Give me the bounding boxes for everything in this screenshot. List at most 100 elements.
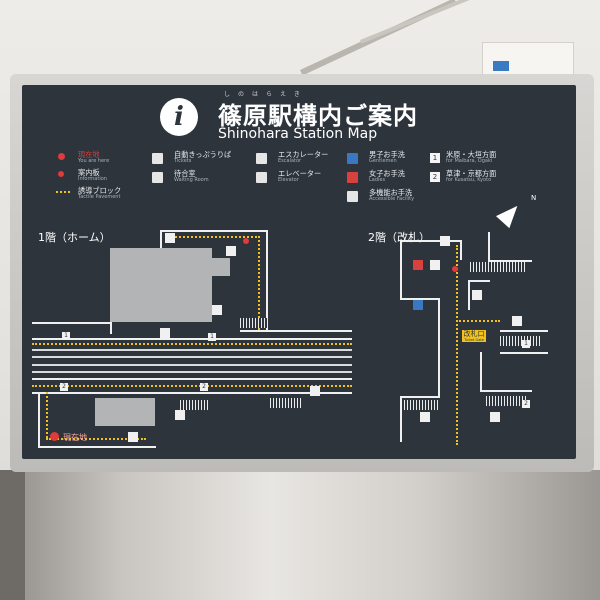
accessible-toilet-icon <box>430 260 440 270</box>
waiting-room-icon <box>152 172 163 183</box>
elevator-icon <box>256 172 267 183</box>
platform-building-block <box>110 248 212 322</box>
escalator-icon <box>310 386 320 396</box>
poster-graphic <box>493 61 509 71</box>
info-board-marker <box>243 238 249 244</box>
ticket-machine-icon <box>472 290 482 300</box>
platform-wall <box>160 230 268 232</box>
track-2-marker: 2 <box>430 172 440 182</box>
waiting-room-icon <box>160 328 170 338</box>
tactile-path <box>258 236 260 330</box>
concourse-wall <box>400 396 440 398</box>
platform-wall <box>266 230 268 330</box>
information-icon: i <box>160 98 198 136</box>
platform-wall <box>32 322 112 324</box>
concourse-wall <box>460 240 462 260</box>
rail-track-1b <box>32 356 352 358</box>
sign-title-ja: 篠原駅構内ご案内 <box>218 102 418 130</box>
platform-wall <box>240 330 352 332</box>
tactile-path <box>46 438 146 440</box>
you-are-here-label: 現在地 <box>63 433 87 442</box>
platform-stairs <box>180 400 210 410</box>
ticket-machine-icon <box>128 432 138 442</box>
concourse-wall <box>438 298 440 398</box>
elevator-icon <box>512 316 522 326</box>
tactile-path-concourse <box>456 245 458 445</box>
floor-2-label: 2階（改札） <box>368 231 430 244</box>
platform-annex-block <box>212 258 230 276</box>
info-board-icon <box>58 171 64 177</box>
gents-toilet-icon <box>413 300 423 310</box>
stand-shadow <box>0 470 25 600</box>
track-1-marker: 1 <box>430 153 440 163</box>
tactile-pavement-icon <box>56 191 70 193</box>
concourse-stairs <box>404 400 438 410</box>
elevator-icon <box>212 305 222 315</box>
office-wall <box>468 280 490 282</box>
platform-wall-lower <box>32 392 352 394</box>
sign-stand <box>0 470 600 600</box>
concourse-wall <box>488 260 532 262</box>
platform-edge-2 <box>32 378 352 380</box>
concourse-wall <box>400 240 402 300</box>
tactile-path <box>46 392 48 438</box>
tactile-path <box>168 236 260 238</box>
info-board-marker <box>452 266 458 272</box>
elevator-icon <box>490 412 500 422</box>
platform-wall <box>38 392 40 448</box>
concourse-wall <box>500 330 548 332</box>
escalator-icon <box>256 153 267 164</box>
concourse-stairs <box>470 262 526 272</box>
rail-track-1 <box>32 349 352 351</box>
platform-wall <box>38 446 156 448</box>
floor-1-label: 1階（ホーム） <box>38 231 111 244</box>
ticket-machine-icon <box>152 153 163 164</box>
platform-wall <box>110 322 112 334</box>
platform-number-2: 2 <box>60 383 68 391</box>
rail-track-2 <box>32 364 352 366</box>
concourse-wall <box>500 352 548 354</box>
concourse-wall <box>400 240 462 242</box>
escalator-icon <box>226 246 236 256</box>
lower-building-block <box>95 398 155 426</box>
sign-title-en: Shinohara Station Map <box>218 126 378 142</box>
concourse-stairs <box>500 336 542 346</box>
platform-wall <box>160 230 162 248</box>
concourse-stairs <box>486 396 528 406</box>
office-wall <box>468 280 470 310</box>
you-are-here-marker <box>50 432 59 441</box>
concourse-wall <box>480 390 532 392</box>
tactile-path-platform <box>32 343 352 345</box>
stair-platform-number-2: 2 <box>522 400 530 408</box>
rail-track-2b <box>32 371 352 373</box>
elevator-icon <box>440 236 450 246</box>
ladies-toilet-icon <box>347 172 358 183</box>
ladies-toilet-icon <box>413 260 423 270</box>
platform-number-1: 1 <box>62 332 70 340</box>
elevator-icon <box>175 410 185 420</box>
concourse-wall <box>400 298 440 300</box>
tactile-path-concourse <box>456 320 500 322</box>
tactile-path-platform <box>32 385 352 387</box>
gents-toilet-icon <box>347 153 358 164</box>
stair-platform-number-1: 1 <box>522 340 530 348</box>
platform-stairs <box>240 318 270 328</box>
concourse-wall <box>488 232 490 262</box>
platform-number-2: 2 <box>200 383 208 391</box>
platform-stairs <box>270 398 302 408</box>
accessible-toilet-icon <box>347 191 358 202</box>
title-ruby: しのはらえき <box>224 91 308 98</box>
concourse-wall <box>400 396 402 442</box>
